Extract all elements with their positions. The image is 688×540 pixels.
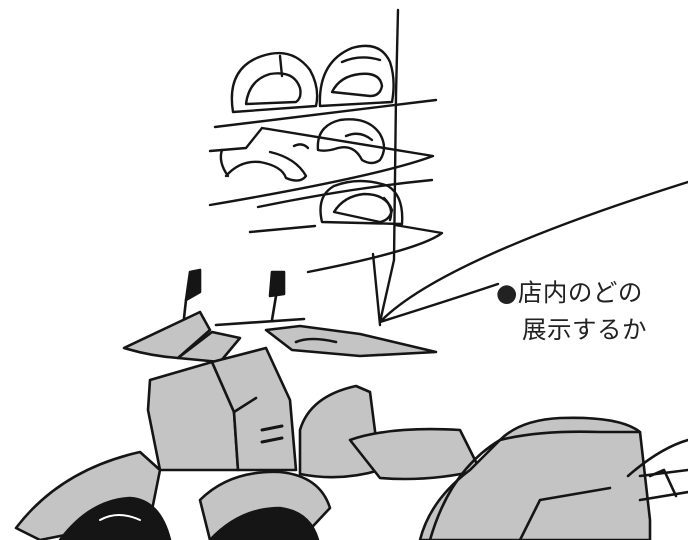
- helmet-2-visor: [330, 72, 384, 98]
- helmet-1-visor: [244, 72, 302, 106]
- speech-pointer: [378, 180, 688, 324]
- scooter-1: [14, 268, 482, 540]
- rack-shelf-3: [256, 178, 434, 209]
- helmet-4: [316, 118, 386, 165]
- caption-line-2: 展示するか: [522, 315, 647, 344]
- caption: ●店内のどの 展示するか: [496, 274, 647, 348]
- rack-shelf-4: [248, 223, 444, 274]
- rack-pole: [378, 8, 400, 324]
- helmet-5: [319, 179, 404, 226]
- scooter-2: [418, 416, 688, 540]
- rack-base-line: [371, 252, 382, 327]
- helmet-2: [318, 44, 395, 108]
- caption-line-1: ●店内のどの: [496, 278, 643, 307]
- rack-shelf-top: [213, 98, 438, 129]
- rack-shelf-2: [208, 126, 435, 207]
- helmet-1: [230, 51, 319, 114]
- helmet-3: [224, 150, 308, 182]
